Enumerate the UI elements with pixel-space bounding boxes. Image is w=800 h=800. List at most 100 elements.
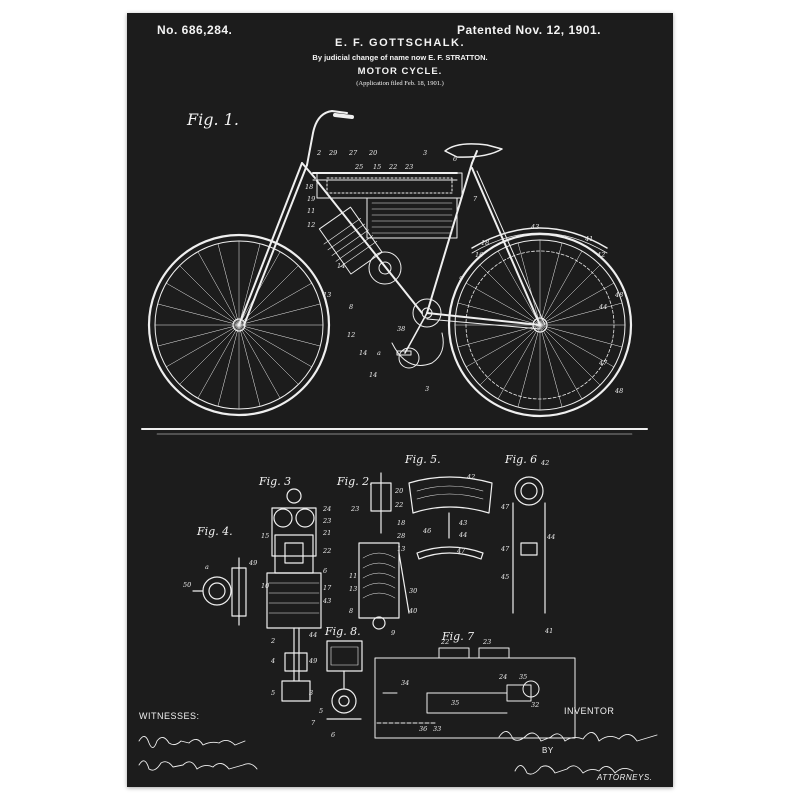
svg-text:3: 3 (425, 385, 429, 393)
svg-text:21: 21 (322, 529, 331, 537)
svg-text:15: 15 (373, 163, 381, 171)
svg-text:11: 11 (307, 207, 315, 215)
svg-text:44: 44 (598, 303, 607, 311)
svg-text:19: 19 (307, 195, 315, 203)
rear-wheel (447, 232, 633, 418)
inventor-signature (498, 731, 658, 742)
fig6-label: Fig. 6 (504, 453, 537, 466)
svg-text:13: 13 (323, 291, 331, 299)
patent-title: MOTOR CYCLE. (357, 66, 443, 77)
svg-text:6: 6 (453, 155, 457, 163)
fig2-label: Fig. 2. (336, 475, 373, 488)
inventor-header: E. F. GOTTSCHALK. (335, 37, 465, 49)
svg-text:4: 4 (270, 657, 275, 665)
svg-text:13: 13 (349, 585, 357, 593)
bicycle-frame (238, 110, 546, 330)
fig3-label: Fig. 3 (258, 475, 291, 488)
svg-text:22: 22 (322, 547, 331, 555)
fig5-tire-drawing: 42 46 43 44 47 (408, 473, 493, 560)
svg-text:14: 14 (337, 262, 345, 270)
svg-text:25: 25 (354, 163, 363, 171)
witnesses-label: WITNESSES: (139, 711, 200, 721)
svg-text:23: 23 (482, 638, 491, 646)
fig5-label: Fig. 5. (404, 453, 441, 466)
svg-text:8: 8 (349, 303, 353, 311)
application-note: (Application filed Feb. 18, 1901.) (356, 80, 444, 87)
fig4-label: Fig. 4. (196, 525, 233, 538)
svg-text:43: 43 (322, 597, 331, 605)
svg-text:49: 49 (248, 559, 257, 567)
svg-text:9: 9 (391, 629, 395, 637)
svg-text:50: 50 (183, 581, 191, 589)
svg-text:13: 13 (397, 545, 405, 553)
svg-text:44: 44 (308, 631, 317, 639)
svg-text:18: 18 (397, 519, 405, 527)
svg-text:6: 6 (323, 567, 327, 575)
svg-text:23: 23 (350, 505, 359, 513)
svg-text:16: 16 (475, 251, 483, 259)
svg-text:7: 7 (473, 195, 478, 203)
svg-text:35: 35 (451, 699, 459, 707)
svg-text:10: 10 (261, 582, 269, 590)
svg-text:42: 42 (596, 251, 605, 259)
witness-signatures (138, 736, 258, 771)
svg-text:35: 35 (519, 673, 527, 681)
svg-text:2: 2 (270, 637, 275, 645)
svg-text:47: 47 (456, 547, 466, 555)
svg-text:48: 48 (614, 387, 623, 395)
engine-assembly (316, 172, 463, 369)
svg-text:22: 22 (394, 501, 403, 509)
svg-text:30: 30 (409, 587, 417, 595)
svg-text:46: 46 (422, 527, 431, 535)
svg-text:20: 20 (394, 487, 403, 495)
svg-text:a: a (205, 563, 209, 571)
svg-text:45: 45 (500, 573, 509, 581)
svg-text:12: 12 (307, 221, 315, 229)
svg-text:6: 6 (331, 731, 335, 739)
svg-text:3: 3 (309, 689, 313, 697)
svg-text:47: 47 (500, 503, 510, 511)
svg-text:44: 44 (458, 531, 467, 539)
svg-text:32: 32 (531, 701, 539, 709)
name-change-note: By judicial change of name now E. F. STR… (312, 53, 488, 62)
svg-text:12: 12 (347, 331, 355, 339)
svg-text:43: 43 (530, 223, 539, 231)
svg-text:22: 22 (388, 163, 397, 171)
svg-text:7: 7 (311, 719, 316, 727)
svg-text:18: 18 (481, 239, 489, 247)
svg-text:29: 29 (328, 149, 337, 157)
svg-text:42: 42 (540, 459, 549, 467)
svg-text:33: 33 (433, 725, 441, 733)
svg-text:23: 23 (322, 517, 331, 525)
svg-text:24: 24 (322, 505, 331, 513)
svg-text:41: 41 (584, 235, 593, 243)
svg-text:3: 3 (423, 149, 427, 157)
svg-text:5: 5 (319, 707, 323, 715)
fig8-label: Fig. 8. (324, 625, 361, 638)
svg-text:47: 47 (598, 359, 608, 367)
svg-text:22: 22 (440, 638, 449, 646)
svg-text:36: 36 (419, 725, 427, 733)
svg-text:43: 43 (458, 519, 467, 527)
fig7-label: Fig. 7 (441, 630, 474, 643)
svg-text:40: 40 (408, 607, 417, 615)
svg-text:18: 18 (305, 183, 313, 191)
fig8-coil-drawing: 3 57 6 (309, 640, 363, 739)
svg-text:20: 20 (368, 149, 377, 157)
svg-text:42: 42 (466, 473, 475, 481)
svg-text:47: 47 (500, 545, 510, 553)
svg-text:27: 27 (348, 149, 358, 157)
svg-text:5: 5 (271, 689, 275, 697)
svg-text:11: 11 (349, 572, 357, 580)
svg-text:24: 24 (498, 673, 507, 681)
svg-text:44: 44 (546, 533, 555, 541)
fig4-clamp-drawing: 50 a 49 (183, 557, 257, 626)
svg-text:a: a (377, 349, 381, 357)
svg-text:23: 23 (404, 163, 413, 171)
patent-date: Patented Nov. 12, 1901. (456, 23, 601, 37)
